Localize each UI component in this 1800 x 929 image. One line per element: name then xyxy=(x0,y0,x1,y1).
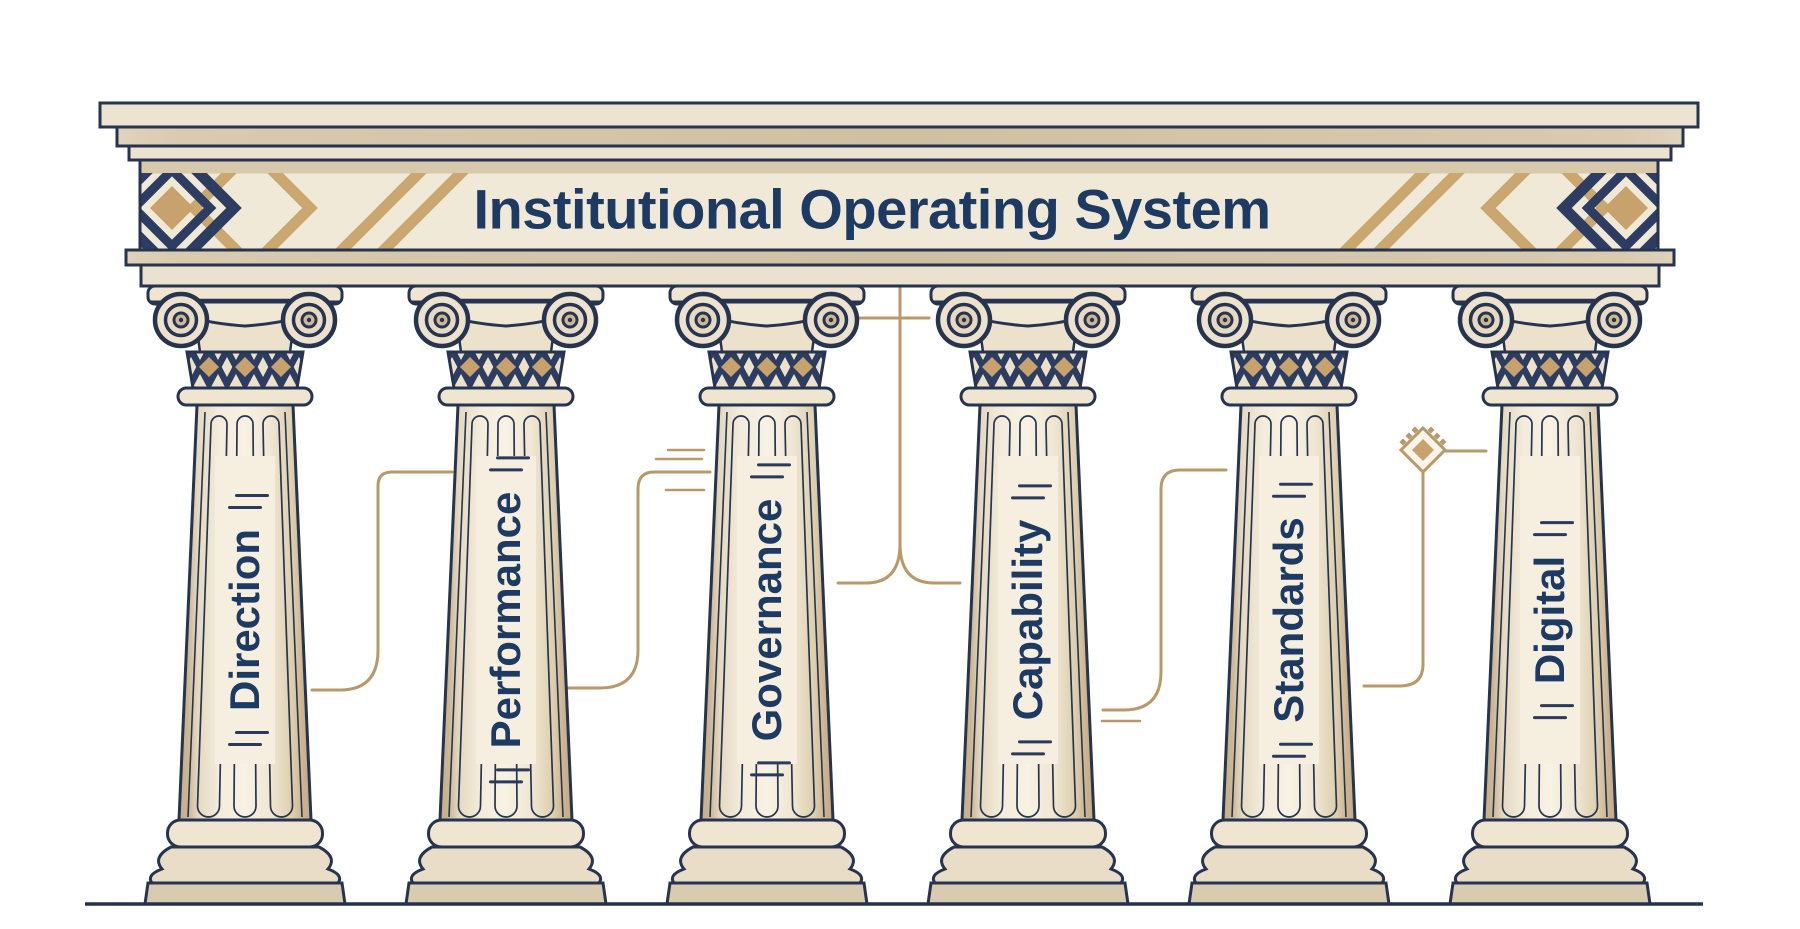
architrave-lip xyxy=(139,263,1661,288)
connector-1 xyxy=(310,470,454,692)
frieze-end-patterns xyxy=(141,173,1657,249)
diamond-node-ornament xyxy=(1398,425,1448,475)
label-dashes xyxy=(489,768,530,784)
pillar-label-text: Standards xyxy=(1265,517,1312,723)
pillar-label-performance: Performance xyxy=(482,456,530,784)
pillar-label-governance: Governance xyxy=(743,463,791,777)
connector-2 xyxy=(564,470,712,690)
label-dashes xyxy=(750,761,791,777)
pillar-label-direction: Direction xyxy=(221,493,269,747)
entablature xyxy=(98,101,1700,288)
frieze-pattern-left xyxy=(141,173,469,249)
label-dashes xyxy=(228,493,269,509)
frieze-pattern-right xyxy=(1339,173,1657,249)
pillar-label-text: Governance xyxy=(743,498,790,742)
cornice-band xyxy=(115,125,1685,148)
pillar-label-standards: Standards xyxy=(1265,482,1313,758)
pillar-label-capability: Capability xyxy=(1004,484,1052,756)
connector-lines xyxy=(310,284,1488,723)
entablature-title: Institutional Operating System xyxy=(473,177,1271,241)
pillar-label-text: Performance xyxy=(482,491,529,749)
connector-4 xyxy=(1101,468,1228,712)
label-dashes xyxy=(489,456,530,472)
architrave-band xyxy=(124,248,1676,267)
label-dashes xyxy=(1533,520,1574,536)
label-dashes xyxy=(1533,704,1574,720)
label-dashes xyxy=(1272,742,1313,758)
label-dashes xyxy=(228,731,269,747)
pillar-label-text: Capability xyxy=(1004,519,1051,721)
cornice-step xyxy=(127,144,1673,162)
label-dashes xyxy=(750,463,791,479)
connector-5 xyxy=(1362,471,1425,688)
pillar-label-digital: Digital xyxy=(1526,520,1574,720)
label-dashes xyxy=(1011,484,1052,500)
pillar-label-text: Direction xyxy=(221,528,268,712)
pillar-label-text: Digital xyxy=(1526,555,1573,685)
label-dashes xyxy=(1011,740,1052,756)
cornice-top-slab xyxy=(98,101,1700,129)
speed-dashes xyxy=(654,448,1142,723)
label-dashes xyxy=(1272,482,1313,498)
